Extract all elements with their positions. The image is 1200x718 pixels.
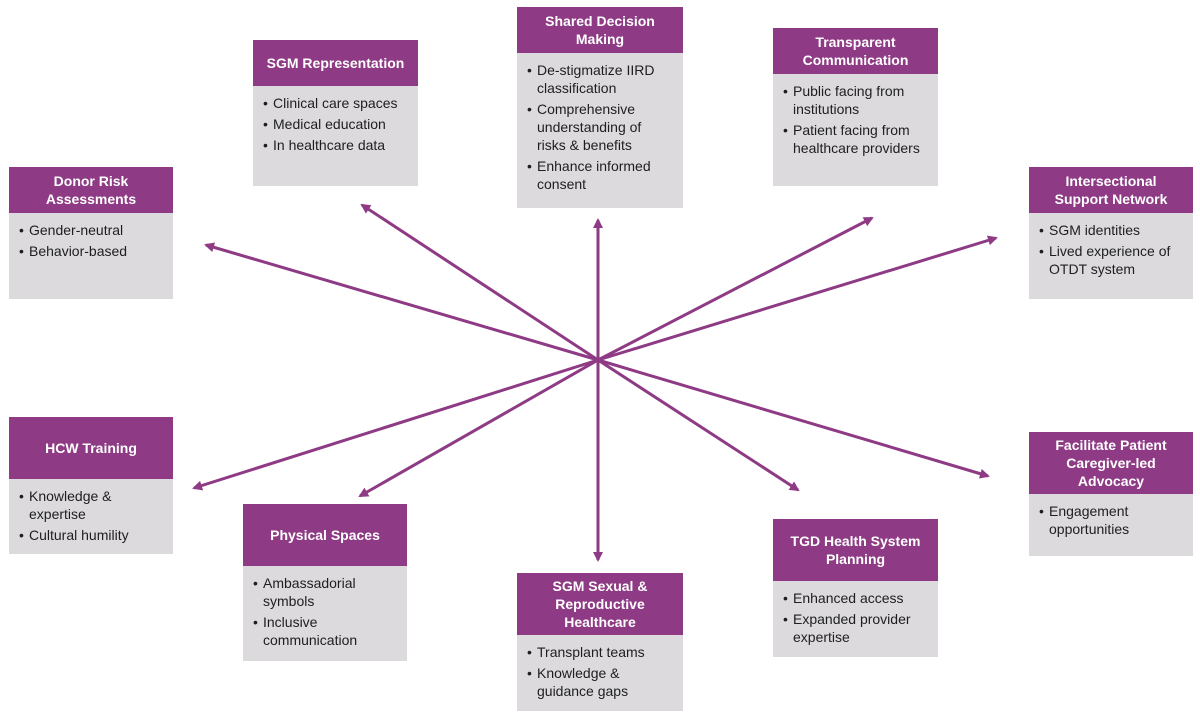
- card-body: Knowledge & expertise Cultural humility: [9, 479, 173, 554]
- arrow-to-donor-risk-assessments: [204, 242, 599, 362]
- list-item: Behavior-based: [19, 242, 163, 260]
- card-sgm-sexual-reproductive-healthcare: SGM Sexual & Reproductive Healthcare Tra…: [517, 573, 683, 711]
- arrow-to-facilitate-patient-advocacy: [597, 358, 990, 479]
- list-item: Knowledge & guidance gaps: [527, 664, 673, 700]
- card-shared-decision-making: Shared Decision Making De-stigmatize IIR…: [517, 7, 683, 208]
- list-item: Ambassadorial symbols: [253, 574, 397, 610]
- card-donor-risk-assessments: Donor Risk Assessments Gender-neutral Be…: [9, 167, 173, 299]
- list-item: Inclusive communication: [253, 613, 397, 649]
- list-item: Gender-neutral: [19, 221, 163, 239]
- card-physical-spaces: Physical Spaces Ambassadorial symbols In…: [243, 504, 407, 661]
- list-item: Public facing from institutions: [783, 82, 928, 118]
- card-body: SGM identities Lived experience of OTDT …: [1029, 213, 1193, 299]
- arrow-to-hcw-training: [192, 358, 599, 491]
- card-transparent-communication: Transparent Communication Public facing …: [773, 28, 938, 186]
- card-title: Donor Risk Assessments: [9, 167, 173, 213]
- list-item: Enhance informed consent: [527, 157, 673, 193]
- card-title: Intersectional Support Network: [1029, 167, 1193, 213]
- arrow-to-intersectional-support-network: [597, 235, 998, 362]
- list-item: In healthcare data: [263, 136, 408, 154]
- card-title: SGM Representation: [253, 40, 418, 86]
- card-body: De-stigmatize IIRD classification Compre…: [517, 53, 683, 208]
- list-item: Clinical care spaces: [263, 94, 408, 112]
- list-item: De-stigmatize IIRD classification: [527, 61, 673, 97]
- list-item: Lived experience of OTDT system: [1039, 242, 1183, 278]
- card-body: Enhanced access Expanded provider expert…: [773, 581, 938, 657]
- card-body: Transplant teams Knowledge & guidance ga…: [517, 635, 683, 711]
- list-item: Enhanced access: [783, 589, 928, 607]
- card-body: Engagement opportunities: [1029, 494, 1193, 556]
- card-tgd-health-system-planning: TGD Health System Planning Enhanced acce…: [773, 519, 938, 657]
- arrow-to-tgd-health-system-planning: [597, 358, 800, 492]
- card-title: Transparent Communication: [773, 28, 938, 74]
- card-body: Clinical care spaces Medical education I…: [253, 86, 418, 186]
- card-body: Public facing from institutions Patient …: [773, 74, 938, 186]
- card-title: Facilitate Patient Caregiver-led Advocac…: [1029, 432, 1193, 494]
- card-intersectional-support-network: Intersectional Support Network SGM ident…: [1029, 167, 1193, 299]
- list-item: Engagement opportunities: [1039, 502, 1183, 538]
- list-item: Cultural humility: [19, 526, 163, 544]
- card-facilitate-patient-caregiver-advocacy: Facilitate Patient Caregiver-led Advocac…: [1029, 432, 1193, 556]
- list-item: Comprehensive understanding of risks & b…: [527, 100, 673, 154]
- list-item: Medical education: [263, 115, 408, 133]
- arrow-to-physical-spaces: [358, 358, 599, 498]
- list-item: Expanded provider expertise: [783, 610, 928, 646]
- card-body: Ambassadorial symbols Inclusive communic…: [243, 566, 407, 661]
- card-title: HCW Training: [9, 417, 173, 479]
- card-body: Gender-neutral Behavior-based: [9, 213, 173, 299]
- card-hcw-training: HCW Training Knowledge & expertise Cultu…: [9, 417, 173, 554]
- list-item: Transplant teams: [527, 643, 673, 661]
- arrow-to-sgm-representation: [360, 203, 599, 362]
- arrow-to-transparent-communication: [597, 216, 874, 362]
- list-item: SGM identities: [1039, 221, 1183, 239]
- card-title: TGD Health System Planning: [773, 519, 938, 581]
- list-item: Knowledge & expertise: [19, 487, 163, 523]
- card-sgm-representation: SGM Representation Clinical care spaces …: [253, 40, 418, 186]
- card-title: Shared Decision Making: [517, 7, 683, 53]
- card-title: SGM Sexual & Reproductive Healthcare: [517, 573, 683, 635]
- list-item: Patient facing from healthcare providers: [783, 121, 928, 157]
- card-title: Physical Spaces: [243, 504, 407, 566]
